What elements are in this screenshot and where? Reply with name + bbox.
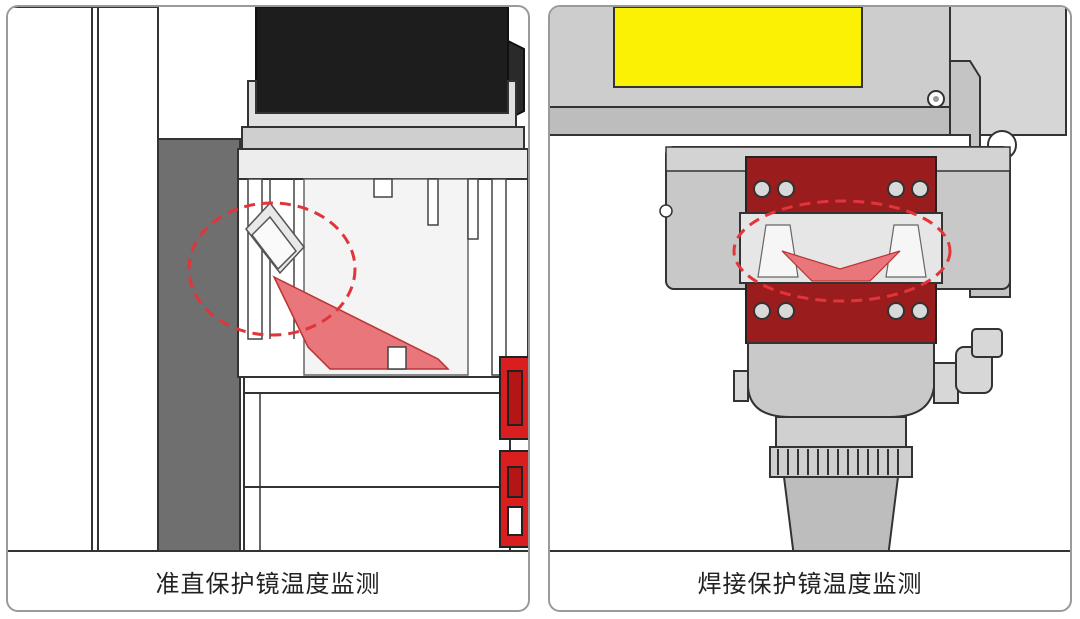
caption-divider [550,550,1070,552]
protective-lens [245,201,305,275]
lower-body [747,342,935,418]
panel-caption: 焊接保护镜温度监测 [697,570,923,598]
lower-housing [243,376,511,550]
collimation-diagram [8,7,528,550]
dashed-circle-highlight [187,201,357,337]
red-side-blocks [499,356,528,548]
nozzle-clamp [769,446,913,478]
welding-diagram [550,7,1070,550]
left-frame [8,7,159,550]
panel-caption: 准直保护镜温度监测 [155,570,381,598]
screws [753,180,929,320]
yellow-label [613,7,863,88]
laser-beam [781,250,901,282]
side-fitting [733,328,1003,404]
collimation-panel: 准直保护镜温度监测 [6,5,530,612]
dashed-ellipse-highlight [732,199,952,303]
black-motor [255,7,509,114]
nozzle-tube [782,476,900,550]
caption-divider [8,550,528,552]
welding-panel: 焊接保护镜温度监测 [548,5,1072,612]
dark-column [157,138,241,550]
